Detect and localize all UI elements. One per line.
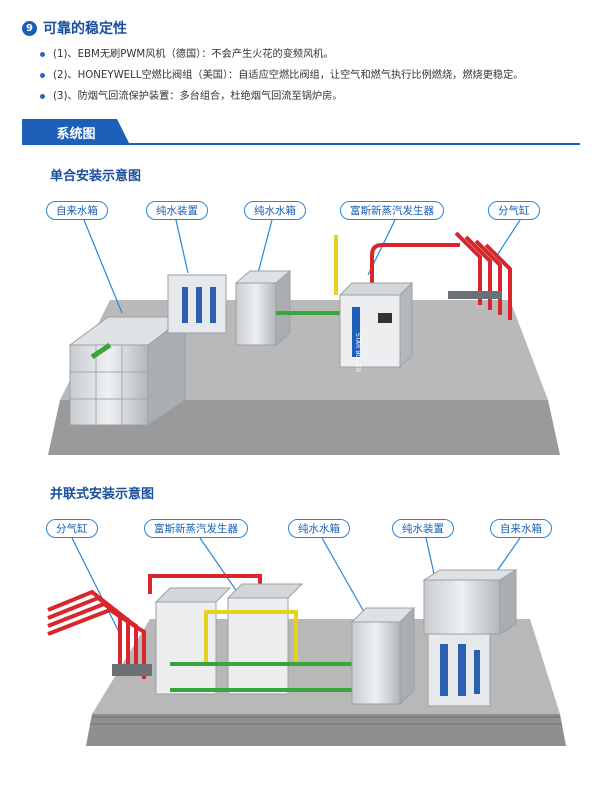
section-title: 可靠的稳定性 — [43, 21, 127, 37]
section-heading: 9 可靠的稳定性 — [22, 18, 127, 38]
callout-city-water-tank: 自来水箱 — [490, 519, 552, 538]
single-install-illustration: STAR BOILER — [48, 219, 560, 455]
feature-item: (1)、EBM无刷PWM风机（德国）：不会产生火花的变频风机。 — [40, 44, 585, 65]
feature-item: (3)、防烟气回流保护装置：多台组合，杜绝烟气回流至锅炉房。 — [40, 86, 585, 107]
section-number-badge: 9 — [22, 20, 37, 36]
callout-steam-generator: 富斯新蒸汽发生器 — [340, 201, 444, 220]
banner-label: 系统图 — [22, 119, 130, 145]
callout-pure-water-unit: 纯水装置 — [146, 201, 208, 220]
single-install-diagram: STAR BOILER 自来水箱 纯水装置 纯水水箱 富斯新蒸汽发生器 分气缸 — [0, 195, 600, 465]
feature-list: (1)、EBM无刷PWM风机（德国）：不会产生火花的变频风机。 (2)、HONE… — [40, 44, 585, 107]
parallel-install-diagram: 分气缸 富斯新蒸汽发生器 纯水水箱 纯水装置 自来水箱 — [0, 514, 600, 776]
callout-pure-water-unit: 纯水装置 — [392, 519, 454, 538]
bullet-dot-icon — [40, 94, 45, 99]
callout-pure-water-tank: 纯水水箱 — [288, 519, 350, 538]
callout-pure-water-tank: 纯水水箱 — [244, 201, 306, 220]
bullet-dot-icon — [40, 52, 45, 57]
callout-steam-header: 分气缸 — [46, 519, 98, 538]
callout-steam-header: 分气缸 — [488, 201, 540, 220]
callout-steam-generator: 富斯新蒸汽发生器 — [144, 519, 248, 538]
system-diagram-banner: 系统图 — [22, 119, 580, 145]
machine-brand-text: STAR BOILER — [354, 333, 361, 372]
bullet-dot-icon — [40, 73, 45, 78]
feature-item: (2)、HONEYWELL空燃比阀组（美国）：自适应空燃比阀组，让空气和燃气执行… — [40, 65, 585, 86]
parallel-install-illustration — [47, 537, 566, 746]
diagram2-title: 并联式安装示意图 — [50, 487, 155, 502]
diagram1-title: 单合安装示意图 — [50, 169, 142, 184]
callout-city-water-tank: 自来水箱 — [46, 201, 108, 220]
